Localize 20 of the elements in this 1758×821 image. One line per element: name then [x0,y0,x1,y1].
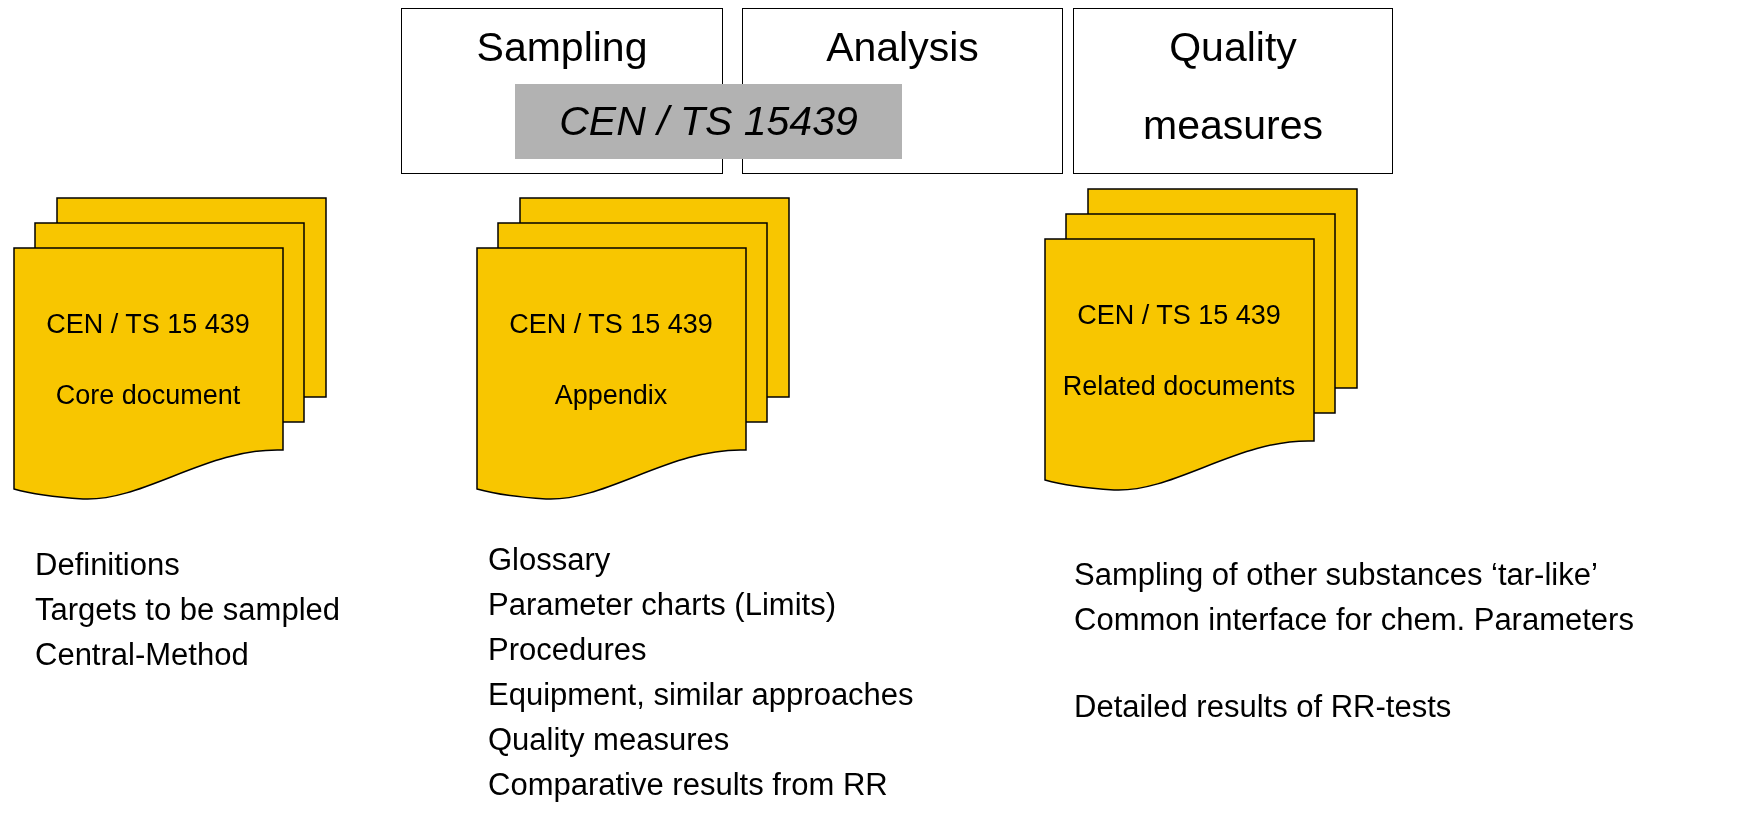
standard-band: CEN / TS 15439 [515,84,902,159]
document-title: CEN / TS 15 439 [1077,300,1281,331]
list-item: Comparative results from RR [488,767,888,803]
list-item: Procedures [488,632,647,668]
list-item: Parameter charts (Limits) [488,587,836,623]
list-item: Equipment, similar approaches [488,677,914,713]
list-item: Common interface for chem. Parameters [1074,602,1634,638]
document-subtitle: Related documents [1062,371,1296,402]
document-title: CEN / TS 15 439 [509,309,713,340]
list-item: Detailed results of RR-tests [1074,689,1452,725]
document-subtitle: Core document [55,380,241,411]
list-item: Central-Method [35,637,249,673]
list-item: Targets to be sampled [35,592,340,628]
list-item: Sampling of other substances ‘tar-like’ [1074,557,1598,593]
list-item: Definitions [35,547,180,583]
document-subtitle: Appendix [554,380,668,411]
list-item: Quality measures [488,722,730,758]
document-title: CEN / TS 15 439 [46,309,250,340]
list-item: Glossary [488,542,611,578]
category-box: Quality measures [1073,8,1393,174]
